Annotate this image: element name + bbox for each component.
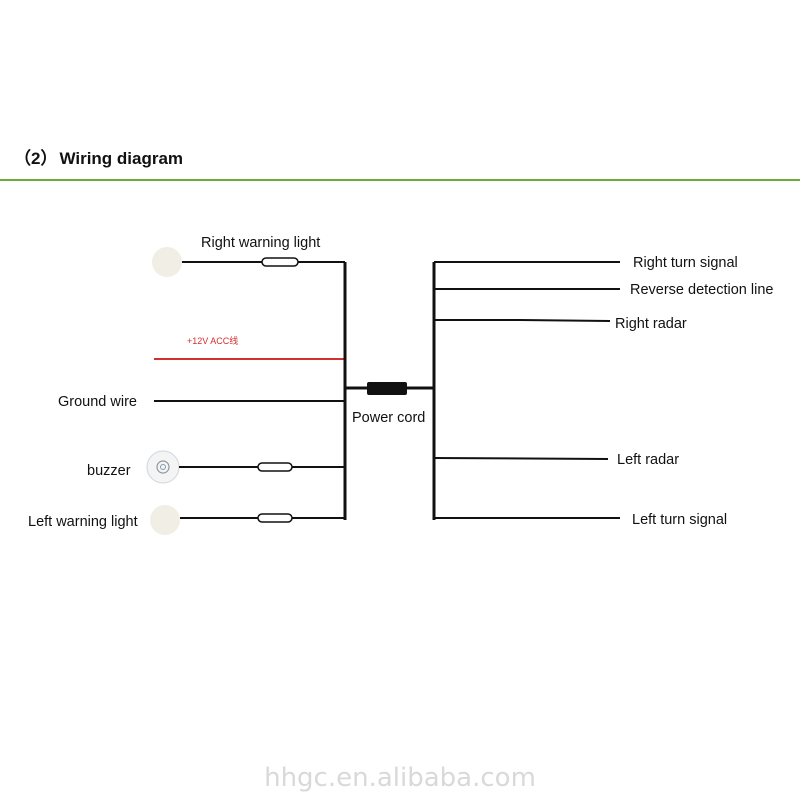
buzzer-label: buzzer: [87, 463, 131, 479]
right-warning-light-label: Right warning light: [201, 235, 320, 251]
watermark: hhgc.en.alibaba.com: [264, 763, 536, 793]
power-cord-label: Power cord: [352, 410, 425, 426]
section-number: （2）: [14, 149, 58, 168]
right-turn-signal-label: Right turn signal: [633, 255, 738, 271]
right-warning-light-icon: [152, 247, 182, 277]
right-warning-connector: [261, 257, 299, 267]
left-warning-connector: [257, 513, 293, 523]
left-warning-light-icon: [150, 505, 180, 535]
right-radar-wire: [434, 319, 611, 322]
reverse-detection-line-label: Reverse detection line: [630, 282, 773, 298]
section-title: Wiring diagram: [59, 149, 184, 168]
left-radar-wire: [433, 457, 609, 460]
left-turn-signal-label: Left turn signal: [632, 512, 727, 528]
power-cord-connector: [367, 382, 407, 395]
left-radar-label: Left radar: [617, 452, 679, 468]
left-warning-light-label: Left warning light: [28, 514, 138, 530]
ground-wire-label: Ground wire: [58, 394, 137, 410]
heading-divider: [0, 179, 800, 181]
acc-label: +12V ACC线: [187, 335, 238, 346]
section-heading: （2）Wiring diagram: [14, 144, 183, 169]
buzzer-connector: [257, 462, 293, 472]
right-radar-label: Right radar: [615, 316, 687, 332]
buzzer-icon: [146, 450, 180, 484]
